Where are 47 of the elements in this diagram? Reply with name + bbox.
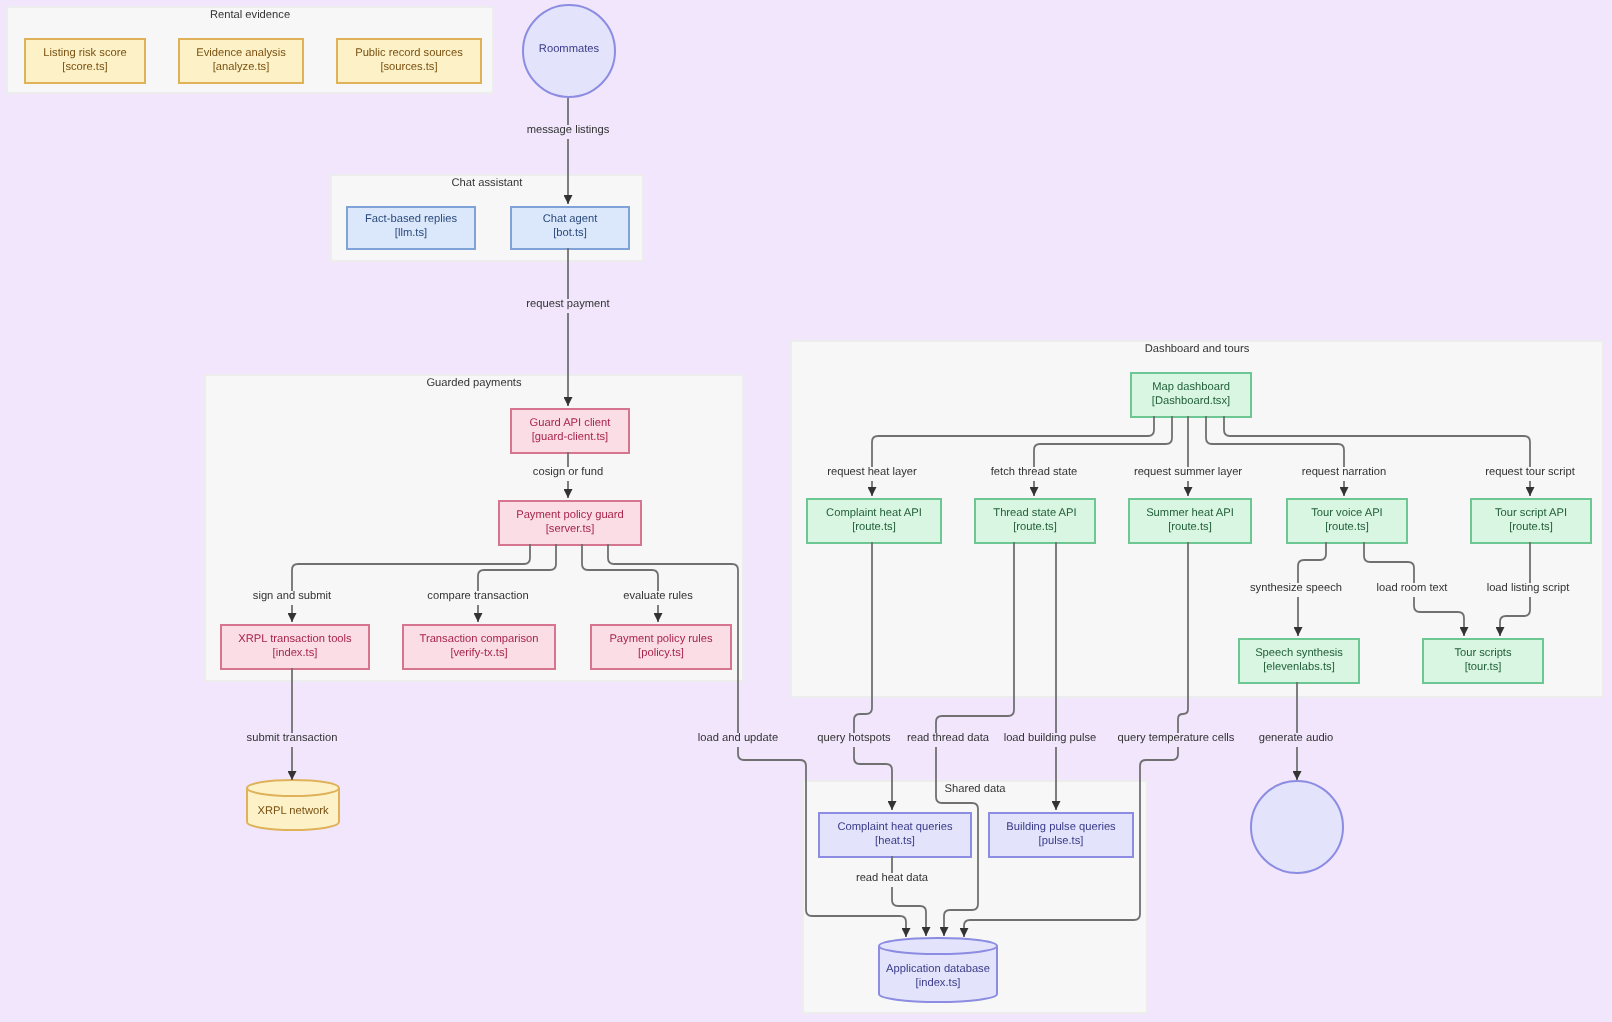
connector-arrow xyxy=(1029,415,1173,497)
component-box xyxy=(1470,498,1592,544)
connector-arrow xyxy=(581,543,663,623)
group-panel xyxy=(790,340,1604,698)
component-box xyxy=(988,812,1134,858)
component-box xyxy=(818,812,972,858)
group-panel xyxy=(204,374,744,682)
connector-arrow xyxy=(867,415,1155,497)
connector-arrow xyxy=(853,541,897,811)
connector-arrow xyxy=(891,855,931,937)
component-box xyxy=(510,408,630,454)
connector-arrow xyxy=(935,541,1015,937)
component-box xyxy=(510,206,630,250)
component-box xyxy=(178,38,304,84)
component-box xyxy=(498,500,642,546)
component-box xyxy=(402,624,556,670)
component-box xyxy=(346,206,476,250)
connector-arrow xyxy=(1223,415,1535,497)
component-box xyxy=(1128,498,1252,544)
component-box xyxy=(590,624,732,670)
component-box xyxy=(806,498,942,544)
group-panel xyxy=(6,6,494,94)
connector-arrow xyxy=(1205,415,1349,497)
connector-arrow xyxy=(1293,541,1327,637)
connector-arrow xyxy=(607,543,911,938)
component-box xyxy=(1238,638,1360,684)
group-panel xyxy=(330,174,644,262)
connector-arrow xyxy=(563,247,573,407)
component-box xyxy=(974,498,1096,544)
connector-arrow xyxy=(1051,541,1061,811)
connector-arrow xyxy=(1495,541,1531,637)
connector-arrow xyxy=(287,543,531,623)
component-box xyxy=(1286,498,1408,544)
component-box xyxy=(1422,638,1544,684)
component-box xyxy=(1130,372,1252,418)
component-box xyxy=(220,624,370,670)
actor-circle xyxy=(522,4,616,98)
database-cylinder xyxy=(246,780,340,830)
component-box xyxy=(24,38,146,84)
actor-circle xyxy=(1250,780,1344,874)
group-panel xyxy=(802,780,1148,1014)
connector-arrow xyxy=(473,543,557,623)
connector-arrow xyxy=(1363,541,1469,637)
component-box xyxy=(336,38,482,84)
connector-arrow xyxy=(959,541,1189,938)
connector-arrow xyxy=(287,667,297,781)
database-cylinder xyxy=(878,938,998,1002)
